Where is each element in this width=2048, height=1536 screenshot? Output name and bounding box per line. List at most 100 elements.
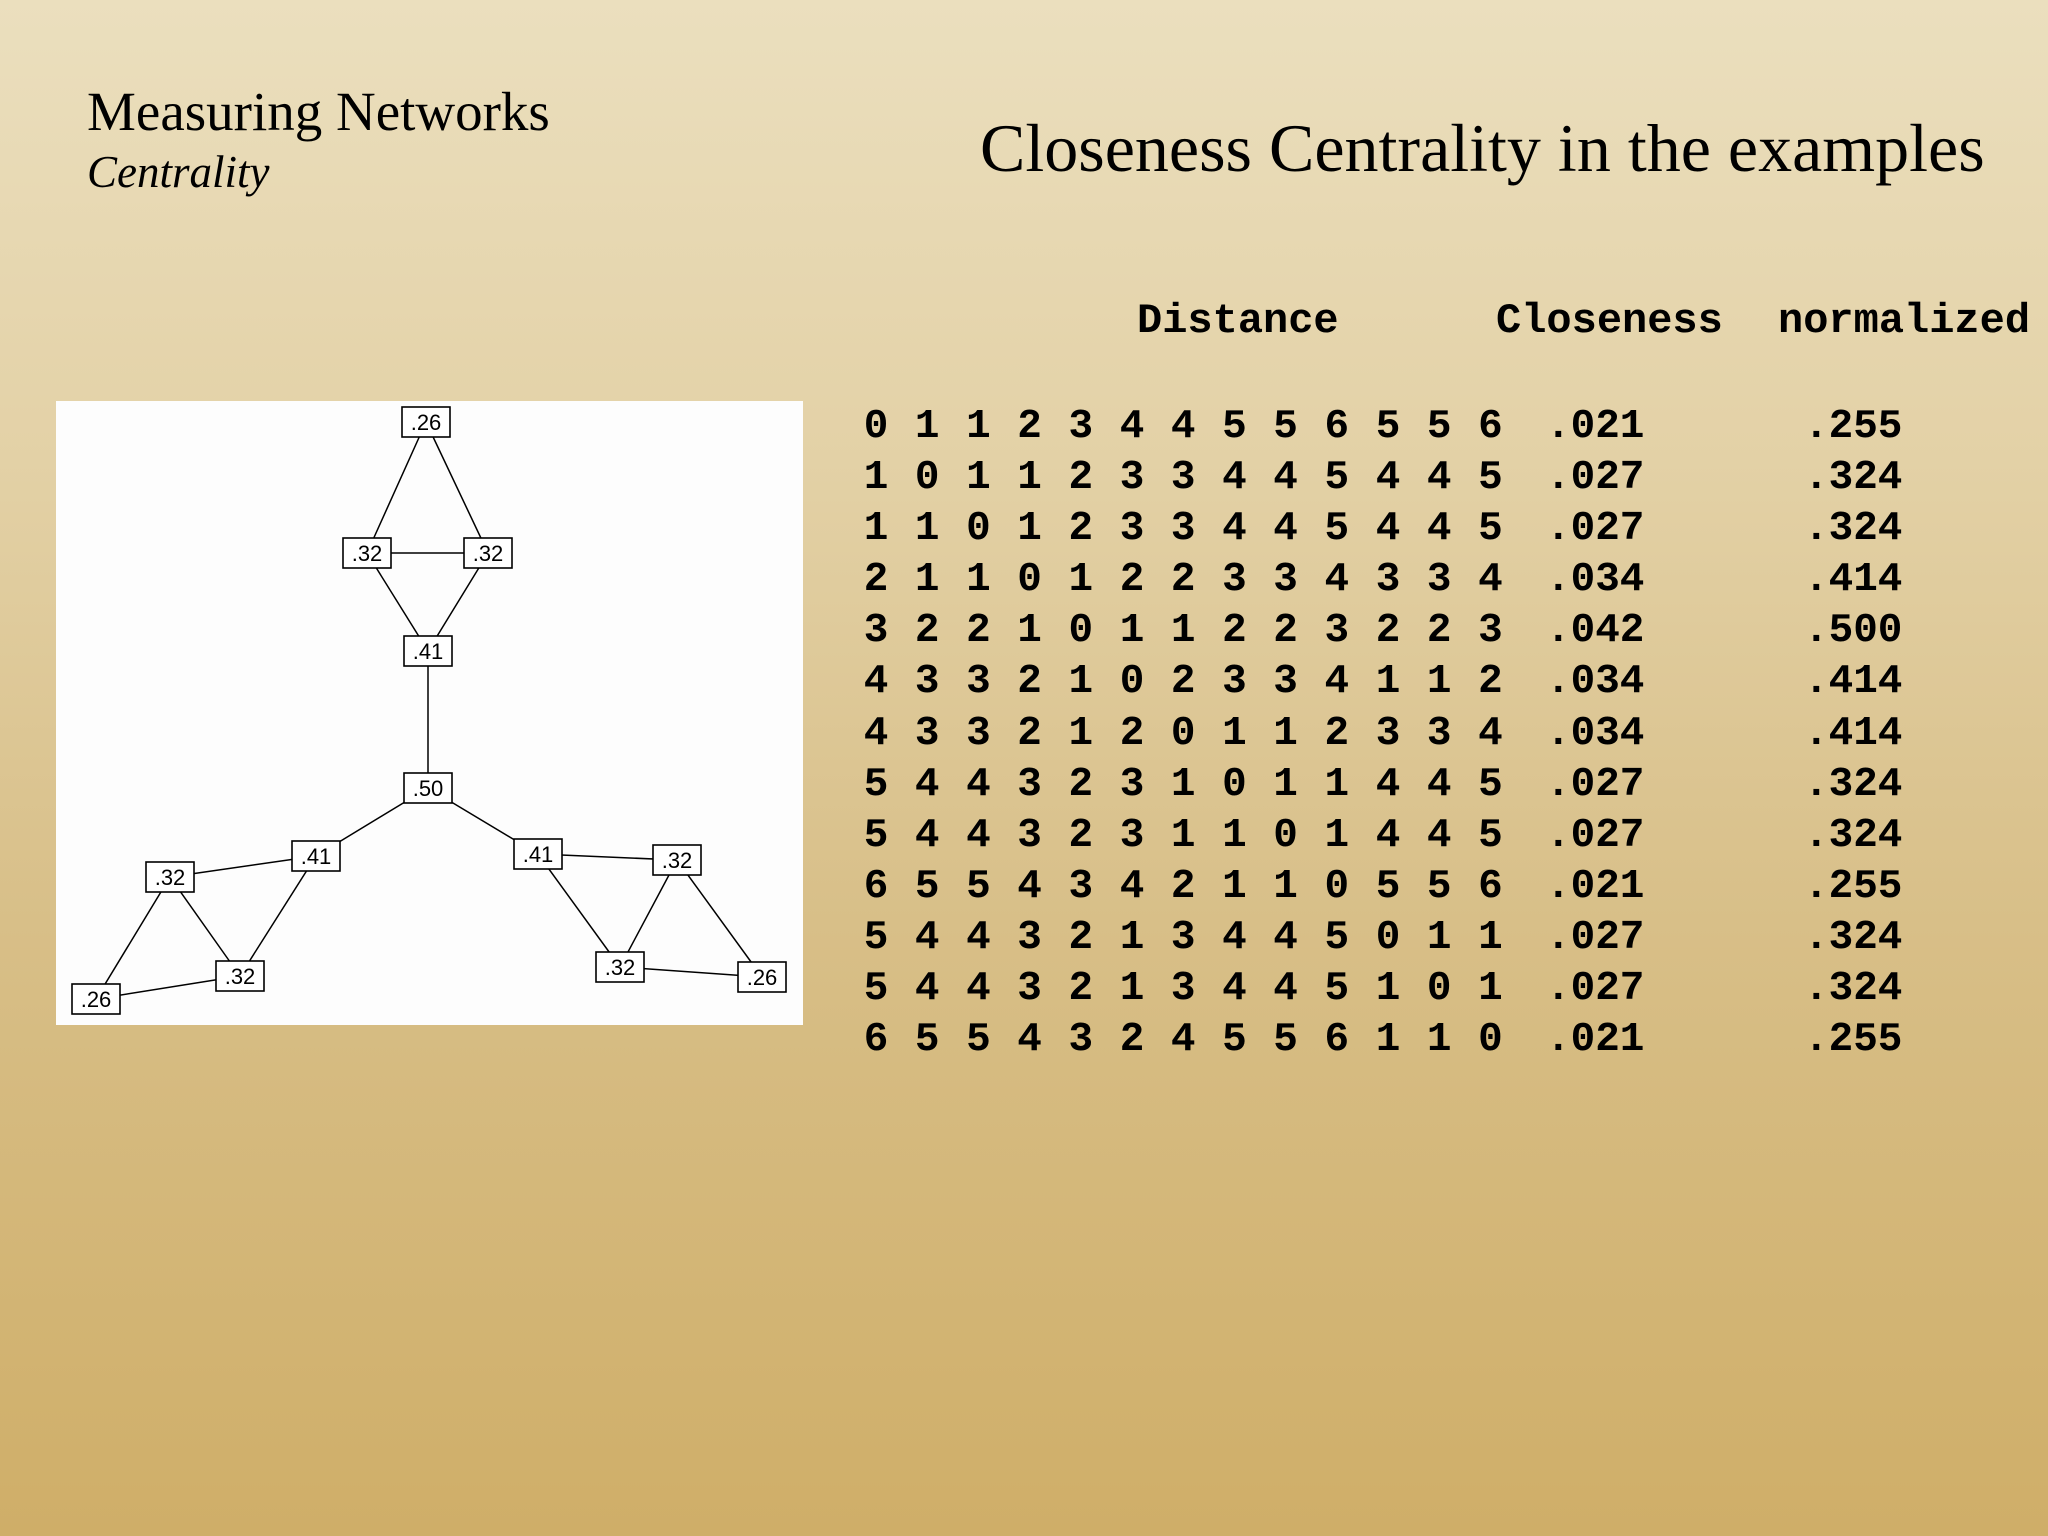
node-label: .26 — [411, 410, 442, 435]
distance-cell: 3 — [966, 710, 991, 757]
distance-cell: 3 — [1375, 557, 1401, 604]
distance-cell: 0 — [1426, 966, 1452, 1013]
distance-cell: 4 — [914, 812, 940, 859]
distance-cell: 1 — [1426, 1017, 1452, 1064]
closeness-cell: .021 — [1546, 404, 1645, 450]
distance-cell: 5 — [1273, 404, 1298, 450]
distance-cell: 2 — [1068, 812, 1094, 859]
normalized-cell: .255 — [1804, 1017, 1903, 1064]
graph-edge — [425, 421, 489, 554]
distance-cell: 5 — [863, 761, 889, 808]
distance-cell: 5 — [1324, 966, 1350, 1013]
graph-node: .32 — [463, 537, 513, 569]
distance-column-header: Distance — [1137, 297, 1339, 345]
distance-cell: 5 — [1426, 404, 1452, 450]
distance-cell: 0 — [1222, 761, 1247, 808]
distance-cell: 3 — [1068, 404, 1094, 450]
distance-cell: 1 — [1478, 914, 1503, 961]
section-title: Measuring Networks — [87, 81, 550, 142]
distance-cell: 3 — [863, 608, 889, 655]
distance-cell: 4 — [863, 659, 889, 706]
closeness-cell: .027 — [1546, 812, 1645, 859]
distance-cell: 4 — [1426, 455, 1452, 502]
distance-cell: 6 — [1324, 1017, 1350, 1064]
node-box — [291, 840, 341, 872]
distance-cell: 4 — [1222, 455, 1247, 502]
distance-cell: 5 — [1273, 1017, 1298, 1064]
distance-cell: 1 — [1068, 659, 1094, 706]
distance-cell: 5 — [863, 966, 889, 1013]
distance-cell: 3 — [1426, 710, 1452, 757]
node-box — [401, 406, 451, 438]
distance-cell: 4 — [1119, 863, 1145, 910]
node-box — [342, 537, 392, 569]
graph-node: .50 — [403, 772, 453, 804]
distance-cell: 3 — [1273, 659, 1298, 706]
distance-cell: 4 — [1375, 506, 1401, 553]
distance-cell: 2 — [1068, 966, 1094, 1013]
distance-cell: 2 — [1068, 506, 1094, 553]
distance-cell: 3 — [1119, 761, 1145, 808]
distance-cell: 1 — [1324, 761, 1350, 808]
distance-cell: 0 — [966, 506, 991, 553]
distance-cell: 2 — [1119, 557, 1145, 604]
closeness-cell: .027 — [1546, 455, 1645, 502]
distance-cell: 2 — [1426, 608, 1452, 655]
distance-cell: 1 — [1273, 761, 1298, 808]
graph-edge — [427, 552, 489, 652]
distance-cell: 3 — [966, 659, 991, 706]
section-subtitle: Centrality — [87, 147, 270, 197]
distance-cell: 1 — [1273, 710, 1298, 757]
distance-cell: 3 — [1068, 1017, 1094, 1064]
slide-title: Closeness Centrality in the examples — [980, 110, 1985, 186]
normalized-cell: .255 — [1804, 404, 1903, 450]
node-box — [71, 983, 121, 1015]
distance-cell: 3 — [1017, 914, 1042, 961]
distance-cell: 1 — [1119, 914, 1145, 961]
graph-node: .32 — [145, 861, 195, 893]
distance-cell: 3 — [1170, 506, 1196, 553]
graph-node: .32 — [595, 951, 645, 983]
closeness-cell: .034 — [1546, 710, 1645, 757]
distance-cell: 1 — [1170, 812, 1196, 859]
closeness-cell: .027 — [1546, 761, 1645, 808]
distance-cell: 0 — [1068, 608, 1094, 655]
distance-cell: 4 — [966, 966, 991, 1013]
distance-cell: 2 — [1478, 659, 1503, 706]
distance-cell: 3 — [1017, 966, 1042, 1013]
distance-cell: 2 — [1170, 659, 1196, 706]
distance-cell: 1 — [1017, 455, 1042, 502]
distance-cell: 1 — [1222, 863, 1247, 910]
distance-cell: 2 — [1068, 914, 1094, 961]
distance-cell: 5 — [1478, 812, 1503, 859]
distance-cell: 4 — [1222, 966, 1247, 1013]
distance-cell: 5 — [863, 914, 889, 961]
distance-cell: 1 — [863, 455, 889, 502]
distance-cell: 4 — [863, 710, 889, 757]
distance-cell: 4 — [1478, 557, 1503, 604]
distance-cell: 5 — [1324, 455, 1350, 502]
distance-cell: 4 — [1273, 966, 1298, 1013]
normalized-cell: .500 — [1804, 608, 1903, 655]
distance-cell: 4 — [1426, 506, 1452, 553]
closeness-cell: .027 — [1546, 914, 1645, 961]
distance-cell: 2 — [1170, 557, 1196, 604]
distance-cell: 4 — [1324, 659, 1350, 706]
distance-cell: 2 — [1017, 659, 1042, 706]
graph-node: .26 — [71, 983, 121, 1015]
node-label: .26 — [81, 987, 112, 1012]
node-label: .32 — [605, 955, 636, 980]
closeness-cell: .034 — [1546, 557, 1645, 604]
node-box — [652, 844, 702, 876]
distance-cell: 5 — [1478, 761, 1503, 808]
distance-cell: 4 — [1273, 914, 1298, 961]
distance-cell: 1 — [1375, 966, 1401, 1013]
distance-cell: 1 — [1375, 659, 1401, 706]
distance-cell: 3 — [1017, 812, 1042, 859]
node-box — [403, 772, 453, 804]
distance-cell: 6 — [863, 1017, 889, 1064]
distance-cell: 0 — [1273, 812, 1298, 859]
graph-node: .32 — [342, 537, 392, 569]
node-label: .50 — [413, 776, 444, 801]
distance-cell: 4 — [914, 914, 940, 961]
